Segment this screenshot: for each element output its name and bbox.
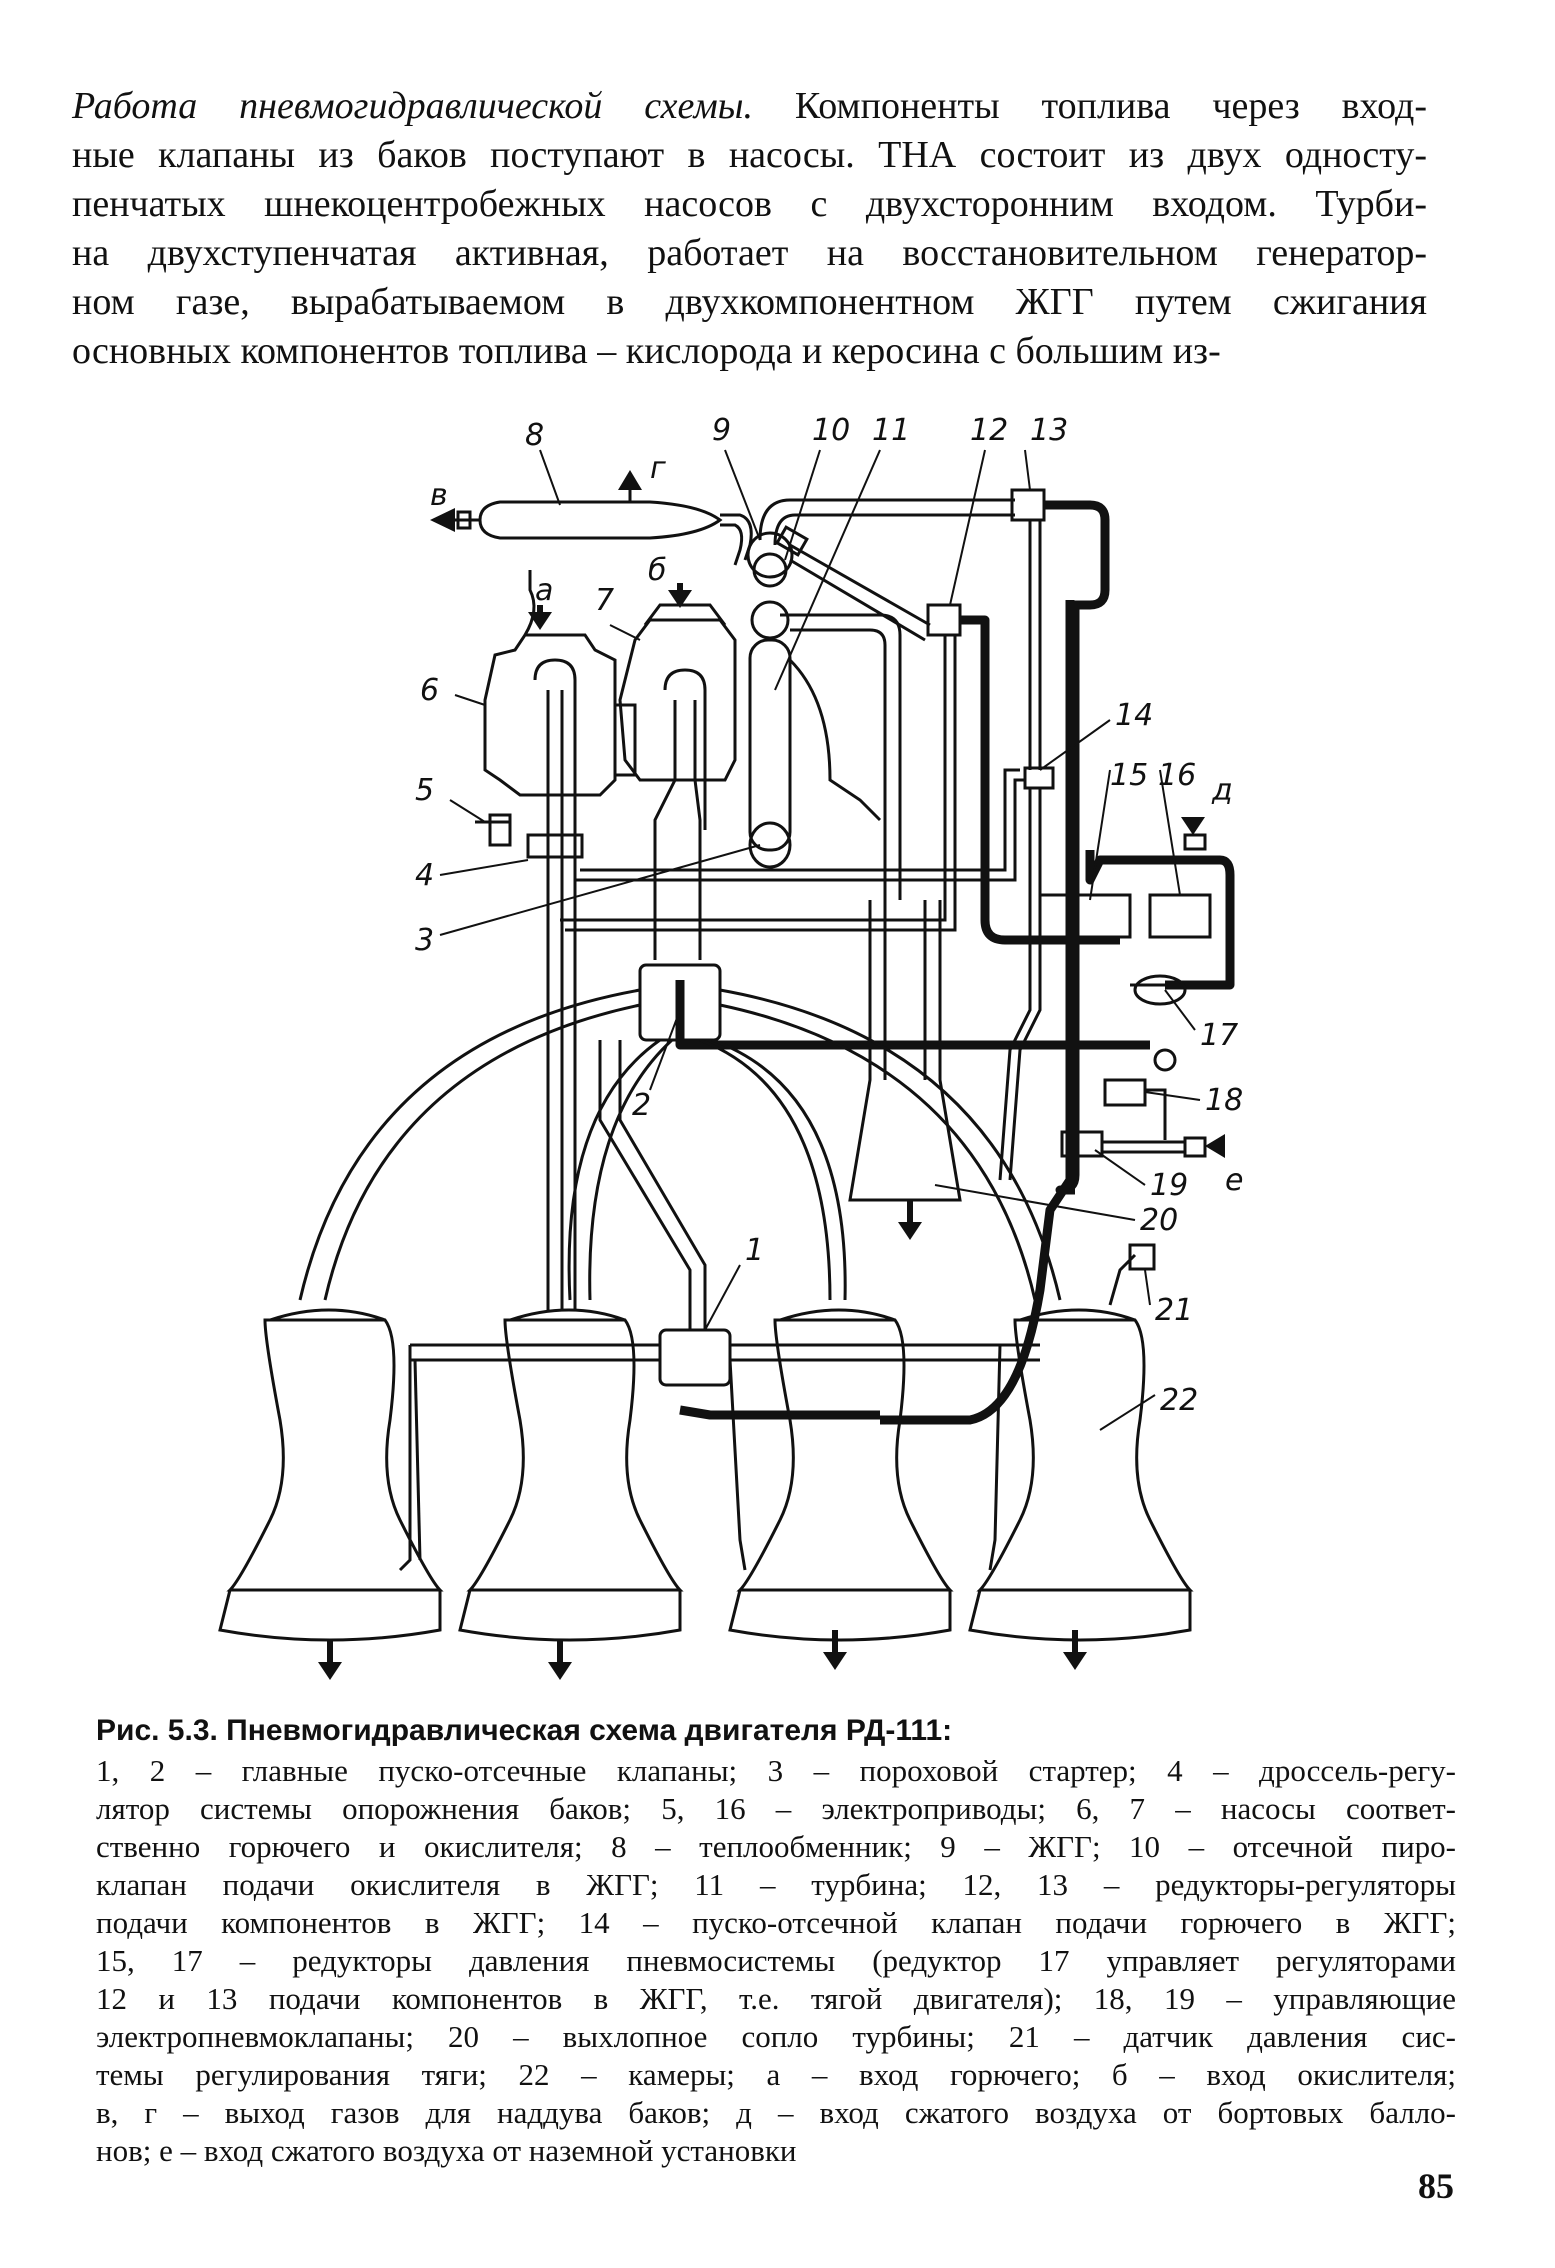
- caption-line: 12 и 13 подачи компонентов в ЖГГ, т.е. т…: [96, 1981, 1456, 2016]
- body-paragraph: Работа пневмогидравлической схемы. Компо…: [72, 82, 1427, 376]
- label-4: 4: [415, 858, 434, 893]
- turbine-11: [748, 552, 792, 869]
- chamber-2: [458, 1308, 684, 1642]
- label-16: 16: [1158, 758, 1196, 793]
- pressure-sensor-21: [1128, 1243, 1156, 1271]
- caption-line: электропневмоклапаны; 20 – выхлопное соп…: [96, 2019, 1456, 2054]
- label-d: д: [1211, 773, 1233, 808]
- label-11: 11: [872, 413, 910, 448]
- gas-generator-9: [746, 531, 794, 579]
- electro-drive-16: [1148, 893, 1212, 939]
- caption-line: нов; е – вход сжатого воздуха от наземно…: [96, 2133, 797, 2168]
- heat-exchanger-8: [445, 485, 723, 540]
- label-2: 2: [632, 1088, 651, 1123]
- body-line-2: ные клапаны из баков поступают в насосы.…: [72, 134, 1427, 176]
- label-20: 20: [1140, 1203, 1178, 1238]
- label-e: е: [1225, 1163, 1243, 1198]
- flow-arrows: [318, 470, 1225, 1680]
- page-number: 85: [1418, 2166, 1454, 2206]
- label-15: 15: [1110, 758, 1148, 793]
- label-g: г: [650, 451, 666, 486]
- label-5: 5: [415, 773, 434, 808]
- label-v: в: [430, 478, 448, 513]
- figure-caption: Рис. 5.3. Пневмогидравлическая схема дви…: [96, 1712, 1456, 2170]
- main-valve-2: [638, 963, 722, 1042]
- pipe-8-9: [720, 513, 753, 561]
- body-line-6: основных компонентов топлива – кислорода…: [72, 330, 1221, 372]
- main-valve-1: [658, 1328, 732, 1387]
- body-line-1-rest: Компоненты топлива через вход-: [752, 85, 1428, 127]
- body-line-3: пенчатых шнекоцентробежных насосов с дву…: [72, 183, 1427, 225]
- lead-phrase: Работа пневмогидравлической схемы.: [72, 85, 753, 127]
- label-1: 1: [745, 1233, 764, 1268]
- label-17: 17: [1200, 1018, 1238, 1053]
- component-labels: 8 9 10 11 12 13 6 7 5 4 3 2 1 14 15 16 1…: [415, 413, 1243, 1418]
- label-a: а: [535, 573, 553, 608]
- body-line-5: ном газе, вырабатываемом в двухкомпонент…: [72, 281, 1427, 323]
- body-line-4: на двухступенчатая активная, работает на…: [72, 232, 1427, 274]
- regulator-12: [926, 603, 962, 637]
- fuel-pump-6: [483, 570, 617, 797]
- chamber-1: [218, 1308, 444, 1660]
- body-line-1: Работа пневмогидравлической схемы. Компо…: [72, 82, 1427, 131]
- caption-line: подачи компонентов в ЖГГ; 14 – пуско-отс…: [96, 1905, 1456, 1940]
- exhaust-nozzle-20: [848, 900, 962, 1202]
- caption-line: 15, 17 – редукторы давления пневмосистем…: [96, 1943, 1456, 1978]
- label-13: 13: [1030, 413, 1068, 448]
- caption-line: 1, 2 – главные пуско-отсечные клапаны; 3…: [96, 1753, 1456, 1788]
- label-b: б: [648, 553, 667, 588]
- reducer-17: [1133, 974, 1187, 1006]
- electro-valve-18: [1103, 1078, 1147, 1107]
- chamber-4: [968, 1308, 1194, 1642]
- chamber-3: [728, 1308, 954, 1642]
- label-19: 19: [1150, 1168, 1188, 1203]
- reducer-15: [1038, 893, 1132, 939]
- electro-valve-19: [1060, 1130, 1104, 1158]
- engine-schematic: 8 9 10 11 12 13 6 7 5 4 3 2 1 14 15 16 1…: [218, 413, 1243, 1680]
- label-12: 12: [970, 413, 1008, 448]
- label-8: 8: [525, 418, 544, 453]
- leader-lines: [439, 449, 1201, 1431]
- label-3: 3: [415, 923, 434, 958]
- label-21: 21: [1155, 1293, 1193, 1328]
- label-10: 10: [812, 413, 850, 448]
- caption-title: Рис. 5.3. Пневмогидравлическая схема дви…: [96, 1714, 953, 1747]
- caption-line: темы регулирования тяги; 22 – камеры; а …: [96, 2057, 1456, 2092]
- label-9: 9: [712, 413, 731, 448]
- label-18: 18: [1205, 1083, 1243, 1118]
- caption-line: в, г – выход газов для наддува баков; д …: [96, 2095, 1456, 2130]
- caption-line: лятор системы опорожнения баков; 5, 16 –…: [96, 1791, 1456, 1826]
- caption-line: ственно горючего и окислителя; 8 – тепло…: [96, 1829, 1456, 1864]
- label-6: 6: [420, 673, 439, 708]
- label-14: 14: [1115, 698, 1153, 733]
- label-7: 7: [595, 583, 614, 618]
- oxidizer-pump-7: [618, 603, 737, 782]
- caption-line: клапан подачи окислителя в ЖГГ; 11 – тур…: [96, 1867, 1456, 1902]
- pyro-valve-10: [775, 525, 809, 557]
- regulator-13: [1010, 488, 1046, 522]
- label-22: 22: [1160, 1383, 1198, 1418]
- start-valve-14: [1023, 766, 1055, 790]
